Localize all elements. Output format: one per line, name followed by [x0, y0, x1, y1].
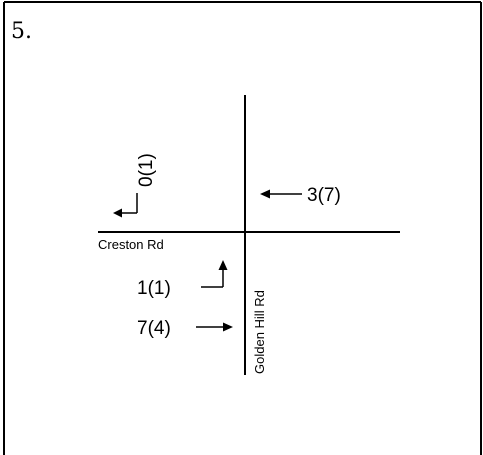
golden-hill-rd-label: Golden Hill Rd: [252, 290, 267, 374]
westbound-through-count: 3(7): [307, 185, 341, 206]
westbound-through-arrow: [260, 189, 302, 199]
figure-number: 5.: [11, 19, 32, 44]
eastbound-through-count: 7(4): [137, 318, 171, 339]
eastbound-through-arrow: [196, 322, 233, 332]
northbound-left-turn-arrow: [201, 260, 228, 288]
northbound-left-count: 1(1): [137, 278, 171, 299]
southbound-right-count: 0(1): [136, 153, 157, 187]
southbound-right-turn-arrow: [113, 193, 138, 218]
creston-rd-label: Creston Rd: [98, 237, 164, 252]
